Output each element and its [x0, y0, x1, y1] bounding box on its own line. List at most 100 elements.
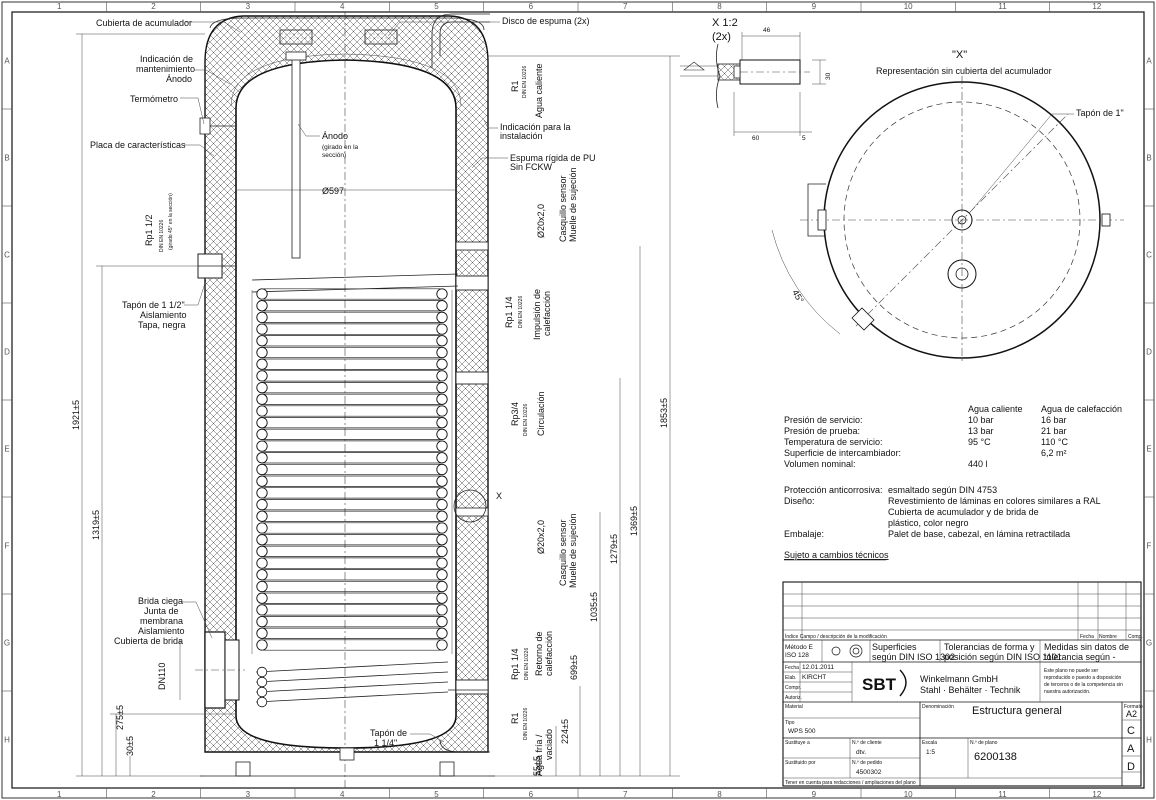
detail-dim-5: 5 — [802, 135, 806, 142]
spec-hot-value: 13 bar — [968, 426, 994, 436]
label-din-6: DIN EN 10226 — [159, 220, 165, 252]
label-maintenance-1: Indicación de — [140, 54, 193, 64]
field-material: Material — [785, 704, 803, 710]
spec-heat-value: 110 °C — [1041, 437, 1068, 447]
label-flange-5: Cubierta de brida — [114, 636, 183, 646]
field-tipo: Tipo — [785, 720, 795, 726]
label-foam-disc: Disco de espuma (2x) — [502, 16, 590, 26]
grid-col-5-top: 5 — [434, 2, 439, 11]
drawing-title: Estructura general — [972, 705, 1062, 717]
label-foam-2: Sin FCKW — [510, 162, 553, 172]
label-cover: Cubierta de acumulador — [96, 18, 192, 28]
value-plano: 6200138 — [974, 751, 1017, 763]
cad-c: C — [1127, 725, 1135, 737]
grid-row-E-right: E — [1146, 445, 1151, 454]
design-value-3: plástico, color negro — [888, 518, 969, 528]
label-rp114-b: Rp1 1/4 — [510, 648, 520, 680]
spec-row: Volumen nominal:440 l — [784, 459, 988, 469]
grid-col-4-bottom: 4 — [340, 790, 345, 799]
detail-dim-46: 46 — [763, 27, 771, 34]
right-callouts: Disco de espuma (2x) Indicación para la … — [387, 16, 596, 172]
grid-row-D-left: D — [4, 348, 10, 357]
spec-hot-value: 440 l — [968, 459, 988, 469]
value-tipo: WPS 500 — [788, 728, 816, 735]
label-r1-top: R1 — [510, 80, 520, 92]
rev-name: Nombre — [1099, 634, 1117, 640]
field-sust-a: Sustituye a — [785, 740, 810, 746]
label-maintenance-2: mantenimiento — [136, 64, 195, 74]
field-autoriz: Autoriz. — [785, 695, 802, 701]
tolerances-2: posición según DIN ISO 1101 — [944, 652, 1062, 662]
detail-dim-60: 60 — [752, 135, 760, 142]
label-thermometer: Termómetro — [130, 94, 178, 104]
spec-heat-value: 21 bar — [1041, 426, 1067, 436]
label-heat-ret-1: Retorno de — [534, 631, 544, 676]
grid-col-8-top: 8 — [717, 2, 722, 11]
label-flange-3: membrana — [140, 616, 183, 626]
field-denominacion: Denominación — [922, 704, 954, 710]
grid-row-D-right: D — [1146, 348, 1152, 357]
rev-date: Fecha — [1080, 634, 1094, 640]
label-din-2: DIN EN 10226 — [518, 296, 524, 328]
label-rating-plate: Placa de características — [90, 140, 186, 150]
notice-3: de terceros o de la competencia sin — [1044, 682, 1123, 688]
label-din-4: DIN EN 10226 — [524, 648, 530, 680]
top-view: "X" Representación sin cubierta del acum… — [771, 49, 1124, 364]
label-hot-water: Agua caliente — [534, 63, 544, 118]
grid-col-5-bottom: 5 — [434, 790, 439, 799]
pack-label: Embalaje: — [784, 529, 824, 539]
label-cold-2: vaciado — [544, 729, 554, 760]
company-name: Winkelmann GmbH — [920, 674, 998, 684]
design-value-2: Cubierta de acumulador y de brida de — [888, 507, 1039, 517]
grid-row-E-left: E — [4, 445, 9, 454]
value-fecha: 12.01.2011 — [802, 664, 834, 671]
tolerances-1: Tolerancias de forma y — [944, 642, 1035, 652]
grid-col-1-bottom: 1 — [57, 790, 62, 799]
grid-col-4-top: 4 — [340, 2, 345, 11]
grid-col-9-bottom: 9 — [812, 790, 817, 799]
design-value-1: Revestimiento de láminas en colores simi… — [888, 496, 1101, 506]
label-plug-2: Aislamiento — [140, 310, 187, 320]
method-2: ISO 128 — [785, 652, 809, 659]
label-din-1: DIN EN 10226 — [522, 66, 528, 98]
grid-col-1-top: 1 — [57, 2, 62, 11]
label-maintenance-3: Ánodo — [166, 74, 192, 84]
subject-to-change: Sujeto a cambios técnicos — [784, 550, 889, 560]
grid-col-8-bottom: 8 — [717, 790, 722, 799]
grid-row-F-right: F — [1147, 542, 1152, 551]
grid-row-A-left: A — [4, 57, 10, 66]
label-heat-flow-1: Impulsión de — [532, 289, 542, 340]
dim-1279: 1279±5 — [609, 534, 619, 564]
label-sensor-1c: Muelle de sujeción — [568, 167, 578, 242]
detail-dim-30: 30 — [825, 72, 832, 80]
method-1: Método E — [785, 644, 813, 651]
label-sensor-2c: Muelle de sujeción — [568, 513, 578, 588]
label-anode-2: (girado en la — [322, 144, 359, 151]
field-elab: Elab. — [785, 675, 796, 681]
top-view-title-1: "X" — [952, 49, 967, 61]
label-install-1: Indicación para la — [500, 122, 571, 132]
label-anode-3: sección) — [322, 152, 346, 159]
field-sust-por: Sustituido por — [785, 760, 816, 766]
label-plug-1: Tapón de 1 1/2" — [122, 300, 185, 310]
grid-col-10-bottom: 10 — [904, 790, 913, 799]
label-din-5: DIN EN 10226 — [523, 708, 529, 740]
notice-1: Este plano no puede ser — [1044, 668, 1099, 674]
field-cliente: N.º de cliente — [852, 740, 882, 746]
top-view-plug: Tapón de 1" — [1076, 108, 1124, 118]
dim-275: 275±5 — [115, 705, 125, 730]
label-sensor-1a: Ø20x2,0 — [536, 204, 546, 238]
grid-row-B-right: B — [1146, 154, 1151, 163]
inner-callouts: Ánodo (girado en la sección) Ø597 Tapón … — [297, 123, 445, 748]
value-escala: 1:5 — [926, 749, 935, 756]
specifications: Agua caliente Agua de calefacción Presió… — [784, 404, 1122, 469]
spec-heat-value: 6,2 m² — [1041, 448, 1067, 458]
corrosion-value: esmaltado según DIN 4753 — [888, 485, 997, 495]
grid-col-6-top: 6 — [529, 2, 534, 11]
grid-col-12-bottom: 12 — [1092, 790, 1101, 799]
cad-d: D — [1127, 761, 1135, 773]
grid-col-6-bottom: 6 — [529, 790, 534, 799]
measures-1: Medidas sin datos de — [1044, 642, 1129, 652]
